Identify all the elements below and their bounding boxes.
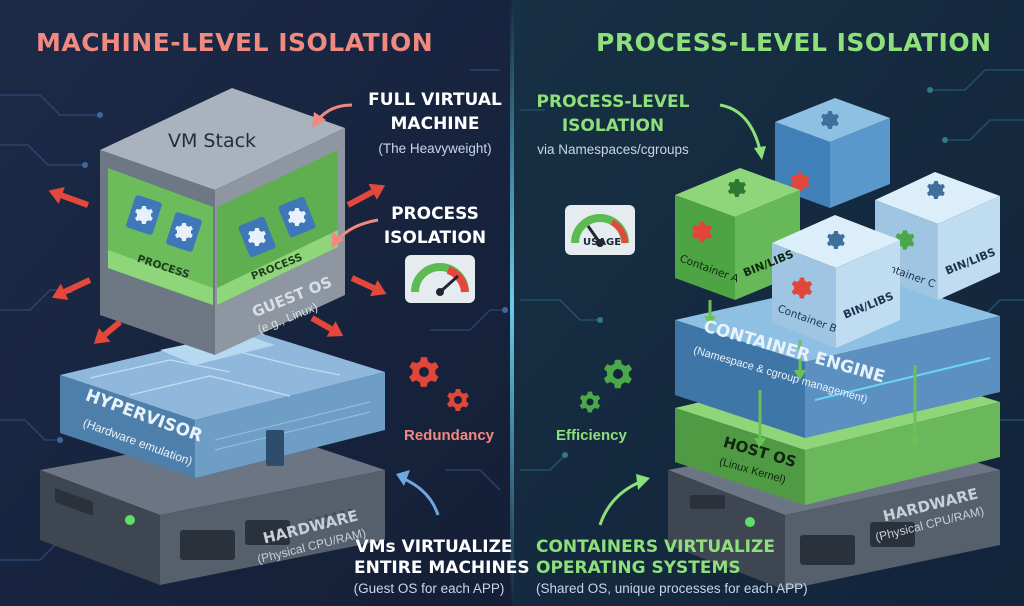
process-isolation-1: PROCESS <box>391 204 479 224</box>
right-callout-sub: via Namespaces/cgroups <box>537 142 689 157</box>
vm-stack-block <box>100 88 345 365</box>
right-callout-2: ISOLATION <box>561 116 665 136</box>
full-vm-title-1: FULL VIRTUAL <box>368 90 502 110</box>
usage-label: USAGE <box>583 237 622 248</box>
container-down-arrows <box>704 300 921 448</box>
right-callout-1: PROCESS-LEVEL <box>536 92 690 112</box>
left-title: MACHINE-LEVEL ISOLATION <box>36 28 434 57</box>
left-hypervisor-block <box>60 330 385 478</box>
right-summary-1: CONTAINERS VIRTUALIZE <box>536 537 775 557</box>
full-vm-title-2: MACHINE <box>390 114 480 134</box>
left-summary-1: VMs VIRTUALIZE <box>355 537 513 557</box>
container-top-blue <box>775 98 890 208</box>
right-summary-2: OPERATING SYSTEMS <box>536 558 741 578</box>
left-summary-sub: (Guest OS for each APP) <box>353 581 505 596</box>
right-summary-sub: (Shared OS, unique processes for each AP… <box>536 581 808 596</box>
efficiency-label: Efficiency <box>556 427 627 444</box>
container-b <box>772 215 900 348</box>
full-vm-sub: (The Heavyweight) <box>378 141 492 156</box>
vm-stack-label: VM Stack <box>168 130 257 152</box>
vm-process-tiles <box>126 195 316 258</box>
left-gauge-icon <box>405 255 475 303</box>
redundancy-label: Redundancy <box>404 427 495 444</box>
right-title: PROCESS-LEVEL ISOLATION <box>596 28 992 57</box>
process-isolation-2: ISOLATION <box>383 228 487 248</box>
usage-gauge-icon <box>565 205 635 255</box>
left-summary-2: ENTIRE MACHINES <box>354 558 530 578</box>
red-outward-arrows <box>48 183 387 344</box>
